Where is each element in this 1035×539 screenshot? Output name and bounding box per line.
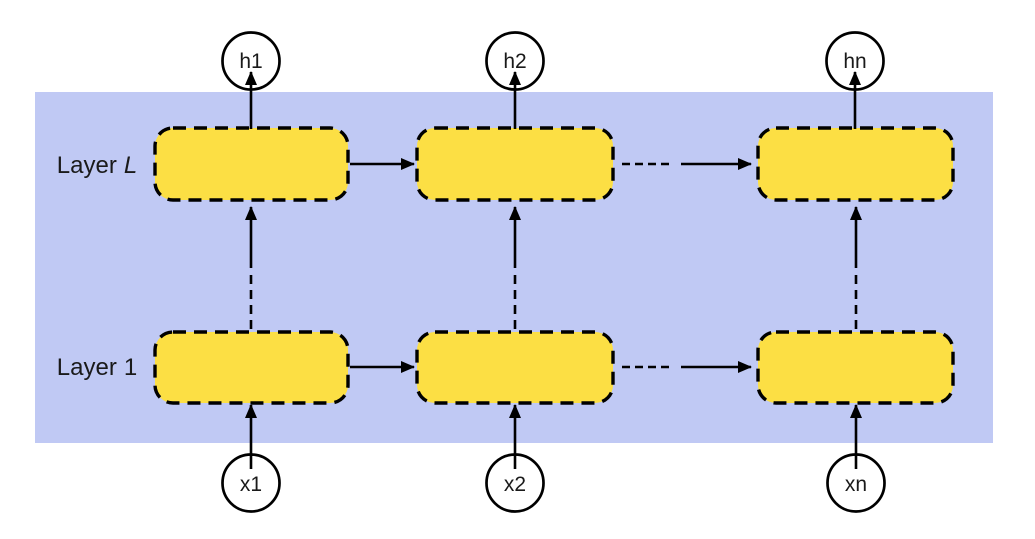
layer-label-bottom: Layer 1 [57,354,137,381]
layer-label-bottom-prefix: Layer [57,354,117,381]
output-label-h1: h1 [239,50,262,73]
output-label-h2: h2 [503,50,526,73]
cell-layerL-t2 [415,126,615,202]
input-label-x2: x2 [504,473,526,496]
layer-label-top: Layer L [57,152,137,179]
layer-label-top-index: L [124,152,137,179]
cell-layer1-t2 [415,330,615,405]
cell-layerL-t1 [153,126,350,202]
input-label-x1: x1 [240,473,262,496]
input-label-xn: xn [845,473,867,496]
cell-layer1-tn [756,330,955,405]
cell-layer1-t1 [153,330,350,405]
layer-label-bottom-index: 1 [124,354,137,381]
cell-layerL-tn [756,126,955,202]
layer-label-top-prefix: Layer [57,152,117,179]
output-label-hn: hn [843,50,866,73]
